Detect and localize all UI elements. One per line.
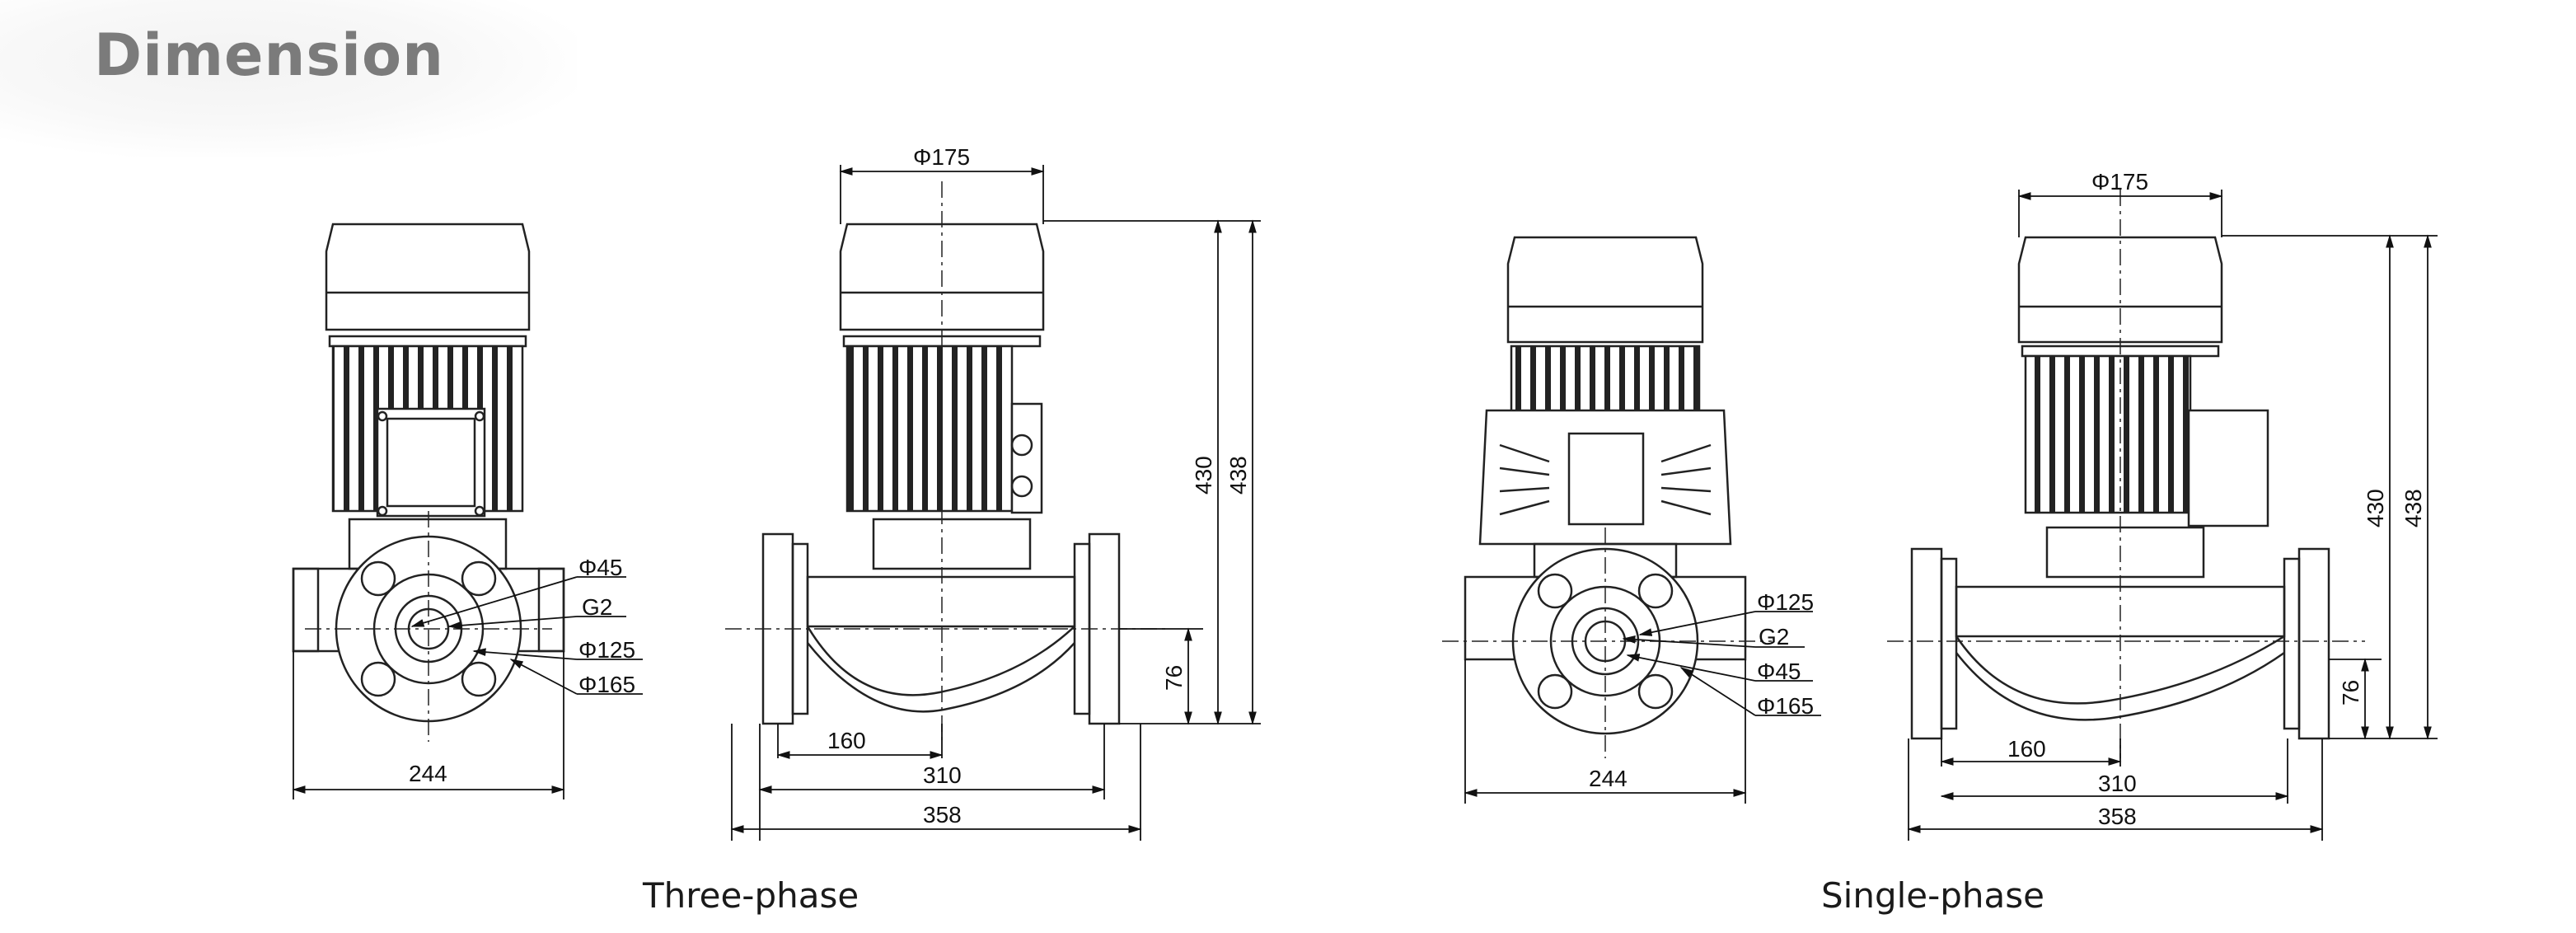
three-phase-side-dim-h2: 438 bbox=[1225, 456, 1251, 495]
single-phase-side-view bbox=[1887, 190, 2365, 758]
single-phase-front-dims bbox=[1464, 611, 1821, 804]
single-phase-front-dim-d1: Φ125 bbox=[1757, 589, 1814, 615]
three-phase-front-dim-d4: Φ165 bbox=[578, 672, 635, 697]
title-background bbox=[0, 0, 577, 157]
single-phase-side-dim-h2: 438 bbox=[2400, 489, 2426, 527]
three-phase-side-dim-w1: 160 bbox=[827, 728, 866, 753]
single-phase-side-dim-w2: 310 bbox=[2098, 771, 2137, 796]
single-phase-front-dim-d2: G2 bbox=[1759, 624, 1789, 649]
single-phase-front-dim-d4: Φ165 bbox=[1757, 693, 1814, 719]
single-phase-side-dim-w3: 358 bbox=[2098, 804, 2137, 829]
three-phase-caption: Three-phase bbox=[643, 875, 859, 916]
three-phase-front-dim-d1: Φ45 bbox=[578, 555, 622, 580]
three-phase-side-view bbox=[725, 181, 1170, 742]
three-phase-front-dims bbox=[292, 576, 643, 799]
single-phase-side-dim-top: Φ175 bbox=[2091, 169, 2148, 195]
single-phase-side-dim-w1: 160 bbox=[2007, 736, 2046, 762]
three-phase-side-dim-h1: 430 bbox=[1191, 456, 1216, 495]
three-phase-front-dim-d2: G2 bbox=[582, 594, 612, 620]
single-phase-front-dim-width: 244 bbox=[1589, 766, 1628, 791]
three-phase-side-dim-base: 76 bbox=[1161, 665, 1187, 691]
three-phase-front-dim-d3: Φ125 bbox=[578, 637, 635, 663]
single-phase-side-dim-h1: 430 bbox=[2363, 489, 2388, 527]
page-title: Dimension bbox=[94, 21, 444, 89]
three-phase-side-dims bbox=[730, 165, 1261, 841]
three-phase-side-dim-w2: 310 bbox=[923, 762, 962, 788]
three-phase-front-view bbox=[292, 223, 565, 742]
single-phase-front-view bbox=[1442, 236, 1772, 758]
single-phase-side-dim-base: 76 bbox=[2338, 680, 2363, 706]
three-phase-side-dim-top: Φ175 bbox=[913, 144, 970, 170]
three-phase-front-dim-width: 244 bbox=[409, 761, 447, 786]
single-phase-front-dim-d3: Φ45 bbox=[1757, 659, 1801, 684]
single-phase-side-dims bbox=[1907, 190, 2438, 841]
single-phase-caption: Single-phase bbox=[1821, 875, 2045, 916]
three-phase-side-dim-w3: 358 bbox=[923, 802, 962, 828]
